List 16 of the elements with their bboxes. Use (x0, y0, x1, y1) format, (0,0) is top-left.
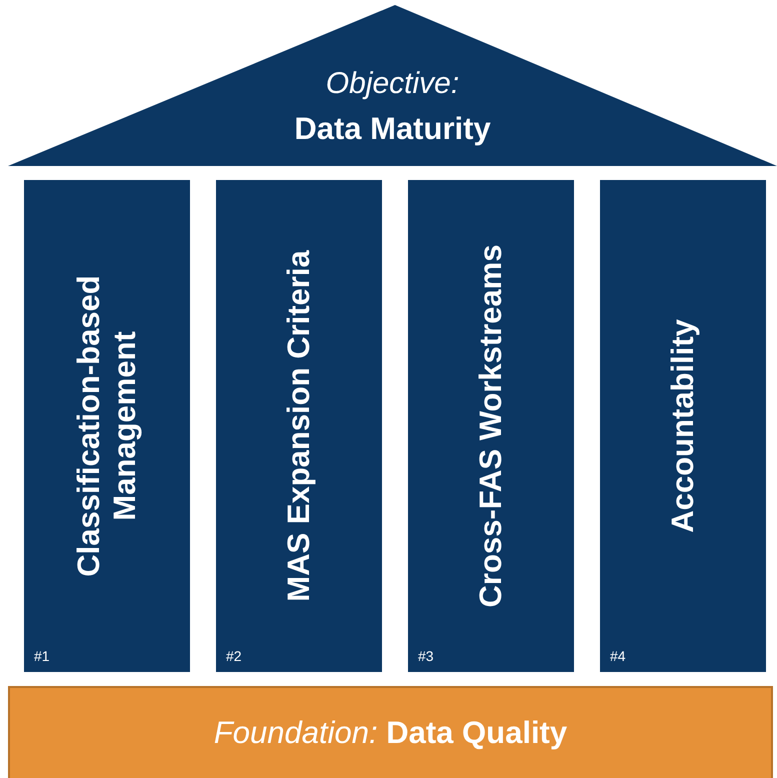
pillar (408, 180, 574, 672)
foundation-bar (8, 686, 773, 778)
pillar-number: #2 (226, 648, 242, 664)
pillar-label: Classification-based Management (71, 274, 143, 579)
pillar-number: #3 (418, 648, 434, 664)
pillar-number: #4 (610, 648, 626, 664)
foundation-label: Foundation: Data Quality (214, 715, 568, 751)
roof-heading: Objective: (326, 67, 460, 101)
pillar-label: Accountability (665, 318, 701, 535)
roof-title: Data Maturity (294, 111, 491, 147)
pillar-number: #1 (34, 648, 50, 664)
pillar (216, 180, 382, 672)
pillar (24, 180, 190, 672)
pillar-label: MAS Expansion Criteria (281, 249, 317, 604)
pillar (600, 180, 766, 672)
pillar-label: Cross-FAS Workstreams (473, 244, 509, 610)
